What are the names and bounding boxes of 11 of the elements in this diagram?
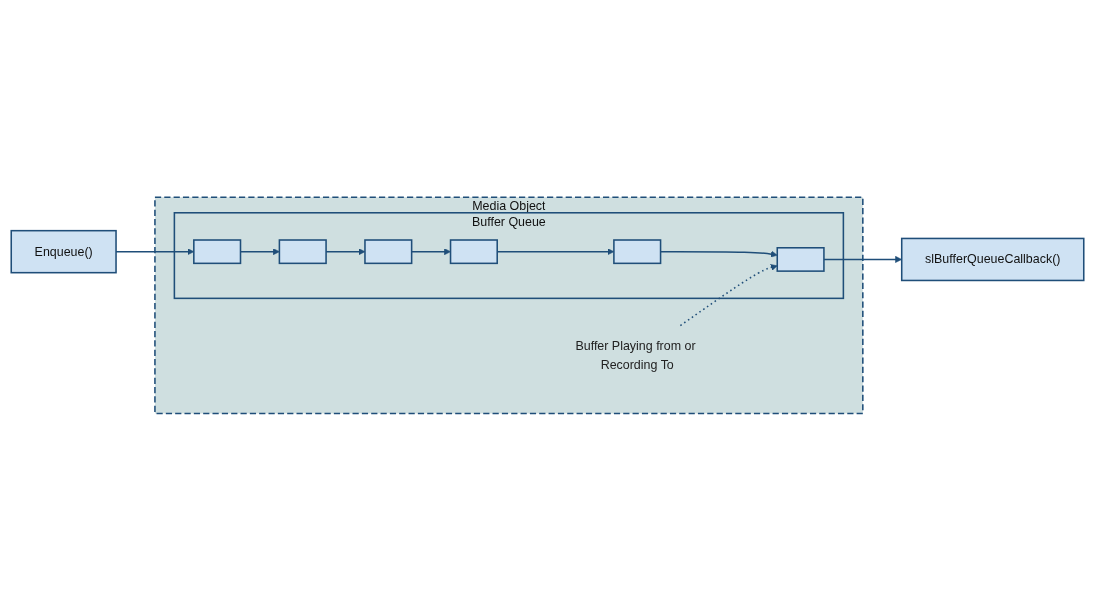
arrow [679,263,778,326]
node-box: Enqueue() [10,229,117,274]
cluster: Buffer Queue [173,211,845,299]
node-box [193,238,242,264]
node-box [776,246,825,272]
node-box [278,238,327,264]
node-box [449,238,498,264]
node-box [613,238,662,264]
node-text: Buffer Playing from or Recording To [575,339,696,372]
node-box: slBufferQueueCallback() [900,237,1085,281]
node-box [364,238,413,264]
